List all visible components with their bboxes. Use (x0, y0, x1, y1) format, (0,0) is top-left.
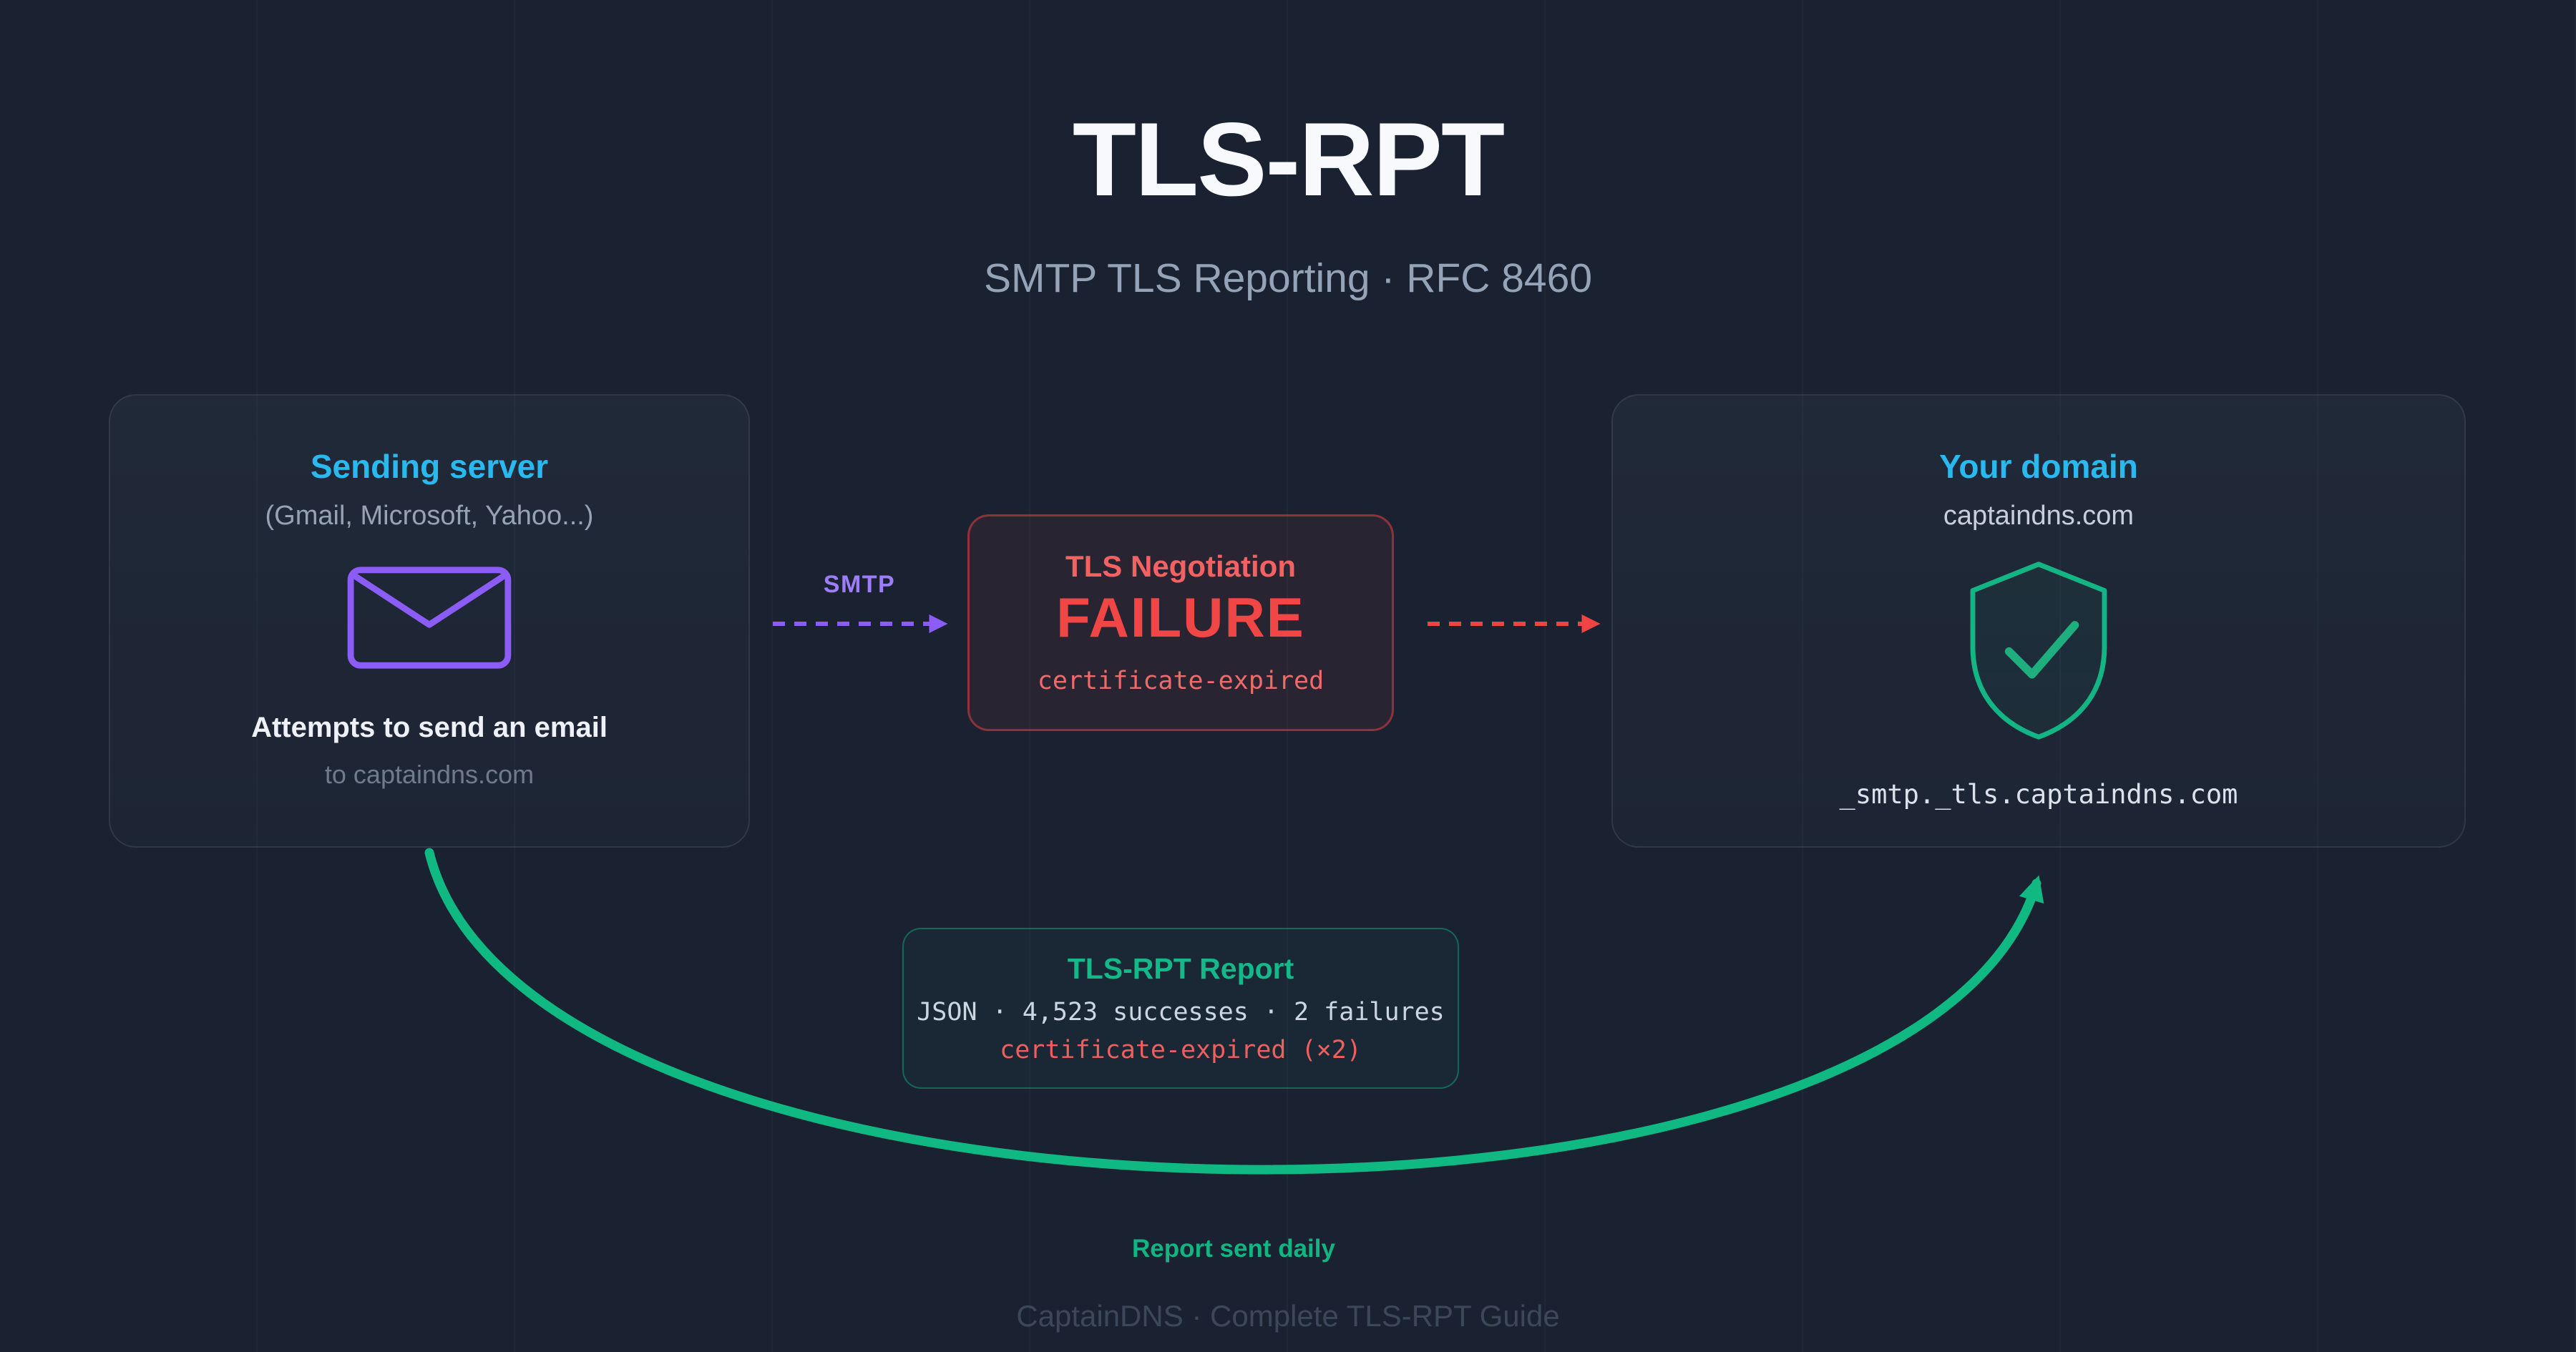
page-subtitle: SMTP TLS Reporting · RFC 8460 (983, 255, 1593, 301)
sending-server-title: Sending server (310, 448, 549, 485)
failure-reason: certificate-expired (1037, 667, 1324, 695)
page-title: TLS-RPT (1072, 101, 1505, 217)
sending-server-card: Sending server (Gmail, Microsoft, Yahoo.… (109, 394, 750, 848)
page-footer: CaptainDNS · Complete TLS-RPT Guide (1016, 1299, 1560, 1333)
sending-server-providers: (Gmail, Microsoft, Yahoo...) (265, 501, 594, 532)
tls-rpt-report-box: TLS-RPT Report JSON · 4,523 successes · … (902, 928, 1459, 1089)
failure-title: TLS Negotiation (1065, 549, 1296, 583)
smtp-arrow-label: SMTP (823, 571, 896, 598)
your-domain-card: Your domain captaindns.com _smtp._tls.ca… (1611, 394, 2466, 848)
your-domain-name: captaindns.com (1943, 501, 2135, 532)
header: TLS-RPT SMTP TLS Reporting · RFC 8460 (0, 107, 2576, 302)
tlsrpt-dns-record: _smtp._tls.captaindns.com (1839, 779, 2238, 810)
report-cadence-label: Report sent daily (1132, 1235, 1335, 1263)
sending-server-target: to captaindns.com (324, 760, 535, 790)
your-domain-title: Your domain (1939, 448, 2138, 485)
report-title: TLS-RPT Report (1067, 952, 1294, 985)
failure-status: FAILURE (1056, 586, 1305, 649)
sending-server-action: Attempts to send an email (251, 712, 608, 744)
report-summary: JSON · 4,523 successes · 2 failures (917, 998, 1445, 1027)
tls-failure-box: TLS Negotiation FAILURE certificate-expi… (967, 514, 1394, 731)
envelope-icon (345, 562, 514, 677)
shield-check-icon (1956, 556, 2121, 749)
report-detail: certificate-expired (×2) (1000, 1036, 1362, 1064)
